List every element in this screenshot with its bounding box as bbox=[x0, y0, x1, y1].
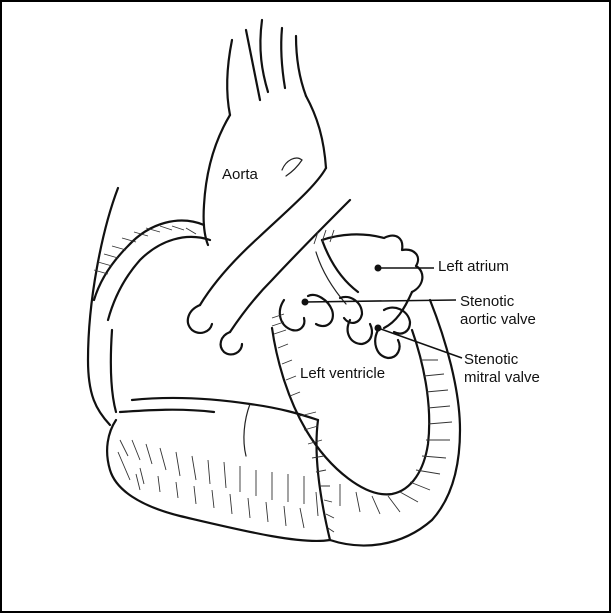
right-heart-outline bbox=[88, 188, 318, 425]
mitral-valve-label-line2: mitral valve bbox=[464, 369, 540, 386]
left-ventricle-walls bbox=[107, 300, 460, 545]
left-atrium-label: Left atrium bbox=[438, 258, 509, 275]
leader-lines bbox=[302, 265, 463, 359]
stenotic-mitral-valve bbox=[348, 308, 410, 358]
aortic-valve-label-line1: Stenotic bbox=[460, 293, 514, 310]
great-vessels bbox=[227, 20, 306, 115]
aortic-valve-label-line2: aortic valve bbox=[460, 311, 536, 328]
aortic-valve-leader bbox=[305, 300, 456, 302]
aorta-vessel bbox=[200, 96, 350, 332]
left-ventricle-label: Left ventricle bbox=[300, 365, 385, 382]
aortic-root-valves bbox=[188, 305, 242, 354]
aorta-label: Aorta bbox=[222, 166, 258, 183]
mitral-valve-label-line1: Stenotic bbox=[464, 351, 518, 368]
